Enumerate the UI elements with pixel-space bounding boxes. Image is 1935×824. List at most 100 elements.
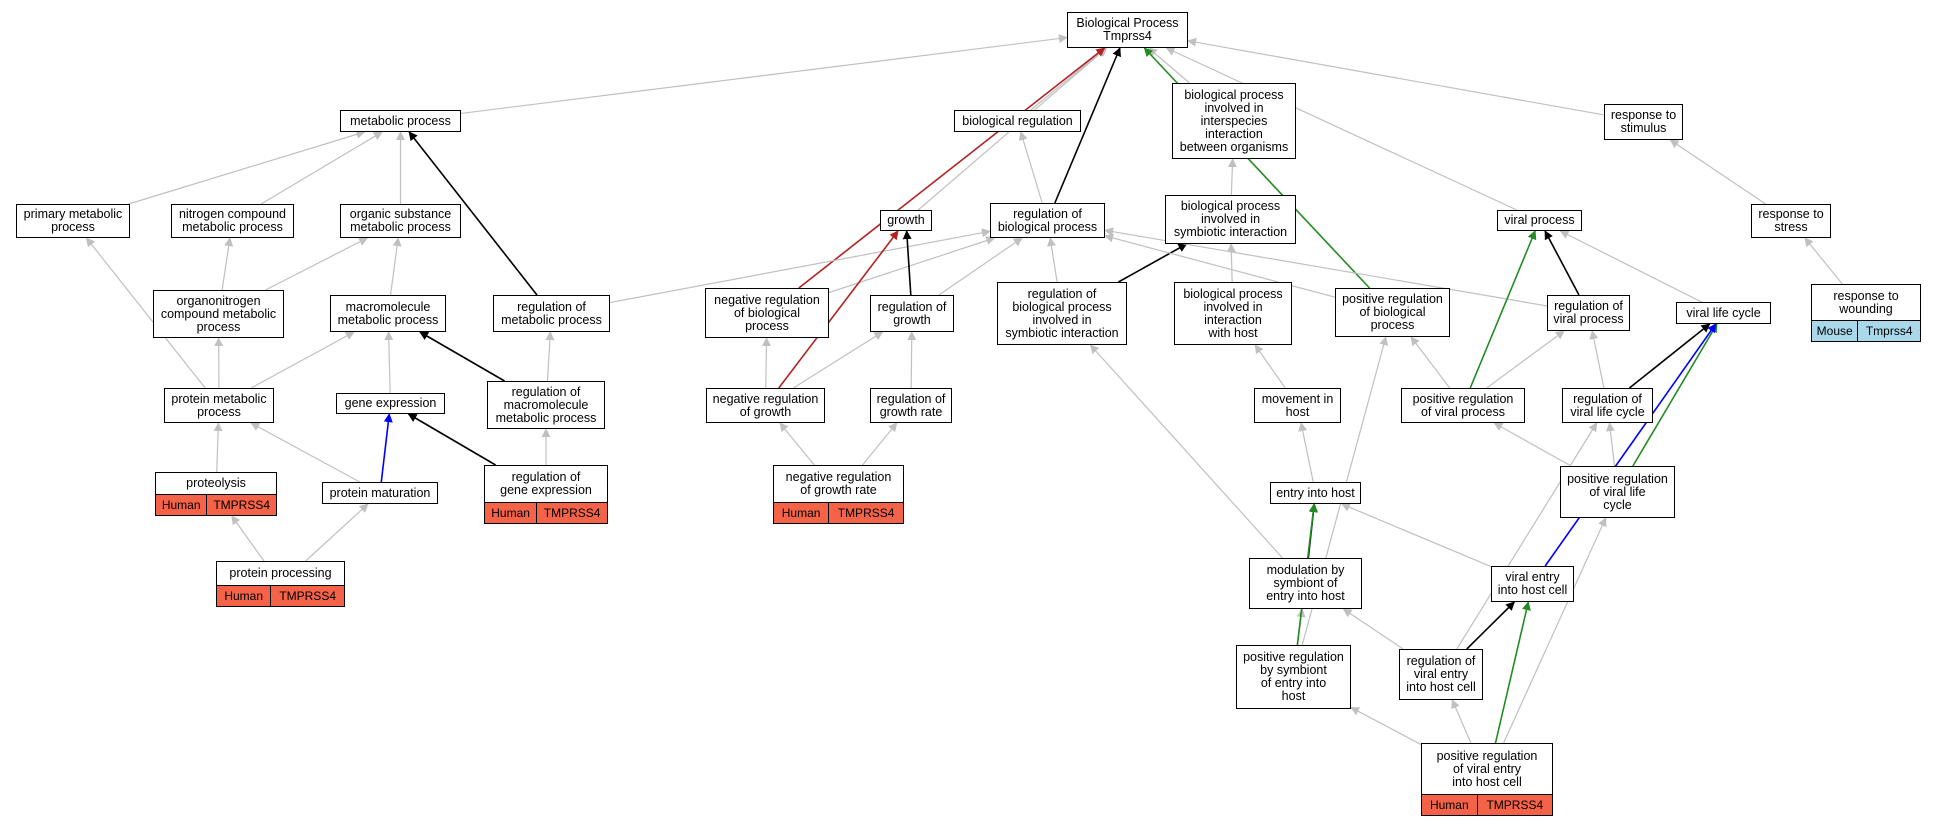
edge-viral-entry-to-entry-host — [1340, 502, 1492, 568]
edge-pos-reg-viral-proc-to-pos-reg-bp — [1410, 336, 1451, 389]
go-term-resp-stim[interactable]: response to stimulus — [1604, 104, 1683, 140]
edge-pos-reg-viral-entry-to-pos-reg-viral-life — [1503, 517, 1607, 744]
go-term-orgnitro-metab[interactable]: organonitrogen compound metabolic proces… — [153, 290, 284, 338]
edge-entry-host-to-move-host — [1298, 422, 1314, 483]
go-term-macro-metab[interactable]: macromolecule metabolic process — [330, 295, 446, 332]
go-term-prot-mat[interactable]: protein maturation — [322, 482, 438, 504]
go-term-label: biological regulation — [962, 113, 1073, 128]
go-term-label: positive regulation of viral process — [1412, 391, 1514, 419]
go-term-protein-metab[interactable]: protein metabolic process — [164, 388, 274, 423]
go-term-label: regulation of metabolic process — [501, 299, 602, 327]
go-term-organic-metab[interactable]: organic substance metabolic process — [340, 204, 461, 238]
go-term-label: macromolecule metabolic process — [337, 299, 439, 327]
gene-tag: Tmprss4 — [1857, 321, 1920, 341]
go-term-viral-entry[interactable]: viral entry into host cell — [1491, 566, 1574, 602]
go-term-neg-reg-bp[interactable]: negative regulation of biological proces… — [705, 288, 829, 338]
edge-neg-reg-bp-to-reg-bp — [828, 236, 996, 294]
edge-prot-proc-to-prot-mat — [305, 503, 369, 562]
go-term-label: organonitrogen compound metabolic proces… — [160, 293, 277, 334]
edge-reg-macro-metab-to-macro-metab — [419, 331, 505, 382]
edge-reg-viral-proc-to-viral-proc — [1544, 230, 1580, 296]
go-term-reg-viral-life[interactable]: regulation of viral life cycle — [1562, 388, 1653, 423]
edge-reg-bp-to-bioreg — [1018, 131, 1043, 204]
go-term-label: positive regulation by symbiont of entry… — [1243, 650, 1344, 703]
go-term-pos-reg-symb-entry[interactable]: positive regulation by symbiont of entry… — [1236, 645, 1351, 709]
go-term-label: regulation of biological process — [997, 206, 1098, 234]
go-term-reg-bp-symb[interactable]: regulation of biological process involve… — [997, 282, 1127, 345]
go-term-symbiotic[interactable]: biological process involved in symbiotic… — [1165, 195, 1296, 244]
species-tag: Human — [217, 586, 271, 606]
go-term-reg-metab[interactable]: regulation of metabolic process — [493, 295, 610, 332]
go-term-gene-expr[interactable]: gene expression — [336, 393, 445, 414]
go-term-label: positive regulation of biological proces… — [1342, 292, 1443, 332]
go-term-reg-viral-proc[interactable]: regulation of viral process — [1547, 295, 1630, 331]
go-term-label: viral entry into host cell — [1497, 570, 1568, 597]
edge-resp-stress-to-resp-stim — [1669, 139, 1767, 205]
go-term-label: negative regulation of biological proces… — [714, 292, 820, 333]
edge-reg-viral-entry-to-mod-symb-entry — [1342, 608, 1404, 650]
go-term-reg-macro-metab[interactable]: regulation of macromolecule metabolic pr… — [487, 381, 605, 429]
go-term-label: entry into host — [1276, 485, 1355, 500]
go-term-reg-viral-entry[interactable]: regulation of viral entry into host cell — [1399, 649, 1483, 700]
go-term-label: protein maturation — [329, 485, 431, 500]
go-term-neg-reg-growth[interactable]: negative regulation of growth — [706, 388, 825, 423]
go-term-pos-reg-viral-entry[interactable]: positive regulation of viral entry into … — [1421, 743, 1553, 816]
edge-pos-reg-viral-proc-to-reg-viral-proc — [1486, 330, 1565, 389]
go-term-label: growth — [887, 213, 925, 227]
gene-tag: TMPRSS4 — [206, 495, 276, 515]
go-term-label: biological process involved in interacti… — [1183, 286, 1283, 340]
edge-reg-viral-entry-to-reg-viral-life — [1456, 422, 1598, 650]
edge-viral-life-to-viral-proc — [1559, 230, 1702, 303]
edge-pos-reg-viral-entry-to-pos-reg-symb-entry — [1350, 706, 1422, 746]
go-term-label: negative regulation of growth rate — [774, 466, 903, 503]
gene-tag: TMPRSS4 — [270, 586, 344, 606]
go-term-bioreg[interactable]: biological regulation — [954, 110, 1081, 132]
go-term-mod-symb-entry[interactable]: modulation by symbiont of entry into hos… — [1249, 558, 1362, 609]
edge-resp-stim-to-bp — [1187, 37, 1605, 116]
edge-reg-viral-entry-to-viral-entry — [1466, 601, 1515, 650]
go-term-prim-metab[interactable]: primary metabolic process — [16, 204, 130, 238]
go-term-pos-reg-viral-proc[interactable]: positive regulation of viral process — [1401, 388, 1525, 423]
go-term-reg-growth[interactable]: regulation of growth — [870, 295, 954, 332]
edge-neg-reg-growth-to-reg-growth — [793, 331, 884, 389]
go-term-growth[interactable]: growth — [880, 210, 932, 231]
edge-neg-reg-bp-to-bp — [798, 47, 1106, 289]
go-term-label: response to stress — [1758, 207, 1824, 234]
edge-reg-growth-to-reg-bp — [938, 237, 1023, 296]
go-term-move-host[interactable]: movement in host — [1254, 388, 1341, 423]
go-term-entry-host[interactable]: entry into host — [1270, 482, 1361, 504]
species-tag: Human — [156, 495, 207, 515]
go-term-viral-proc[interactable]: viral process — [1497, 210, 1582, 231]
edge-viral-entry-to-viral-life — [1544, 323, 1717, 567]
go-term-metab[interactable]: metabolic process — [340, 110, 461, 132]
go-term-viral-life[interactable]: viral life cycle — [1676, 302, 1771, 324]
go-term-pos-reg-bp[interactable]: positive regulation of biological proces… — [1335, 288, 1450, 337]
go-term-interaction-host[interactable]: biological process involved in interacti… — [1174, 282, 1292, 345]
edge-reg-bp-symb-to-reg-bp — [1047, 237, 1058, 283]
go-term-reg-growth-rate[interactable]: regulation of growth rate — [870, 388, 952, 423]
go-term-reg-bp[interactable]: regulation of biological process — [990, 203, 1105, 238]
edge-neg-reg-growth-to-neg-reg-bp — [761, 337, 771, 389]
go-term-nitro-metab[interactable]: nitrogen compound metabolic process — [171, 204, 294, 238]
go-term-interspecies[interactable]: biological process involved in interspec… — [1172, 83, 1296, 159]
go-term-label: regulation of viral process — [1553, 299, 1624, 326]
go-term-label: positive regulation of viral life cycle — [1567, 471, 1668, 512]
go-term-label: protein metabolic process — [171, 391, 267, 419]
edge-gene-expr-to-reg-gene-expr — [407, 413, 496, 466]
edge-orgnitro-metab-to-organic-metab — [265, 237, 369, 291]
edge-proteolysis-to-protein-metab — [213, 422, 223, 473]
go-term-label: modulation by symbiont of entry into hos… — [1266, 563, 1345, 603]
edge-reg-growth-rate-to-reg-growth — [907, 331, 917, 389]
go-term-resp-stress[interactable]: response to stress — [1751, 204, 1831, 238]
go-term-pos-reg-viral-life[interactable]: positive regulation of viral life cycle — [1560, 466, 1675, 518]
go-term-label: response to stimulus — [1610, 108, 1677, 135]
go-term-bp[interactable]: Biological Process Tmprss4 — [1067, 12, 1188, 48]
